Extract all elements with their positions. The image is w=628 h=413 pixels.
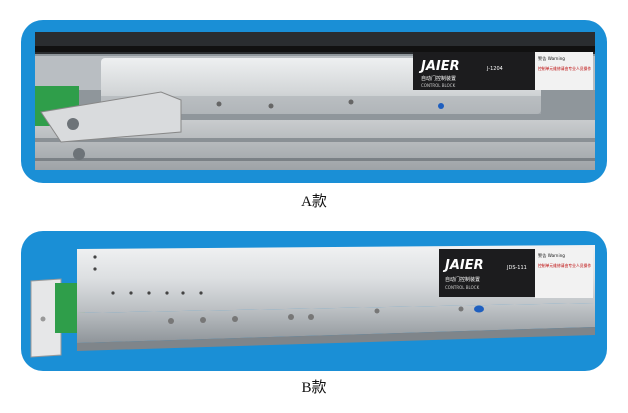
controller-a-illustration: JAIER J-1204 自动门控制装置 CONTROL BLOCK 警告 Wa… — [35, 32, 595, 170]
caption-b: B款 — [301, 380, 327, 396]
brand-text: JAIER — [442, 258, 484, 273]
name-cn-text: 自动门控制装置 — [445, 276, 480, 283]
warning-title: 警告 Warning — [538, 252, 565, 259]
name-en-text: CONTROL BLOCK — [421, 83, 456, 88]
product-photo-b: JAIER JDS-111 自动门控制装置 CONTROL BLOCK 警告 W… — [21, 231, 607, 371]
model-text: J-1204 — [486, 66, 503, 72]
warning-label — [535, 52, 593, 90]
model-text: JDS-111 — [506, 265, 527, 271]
mounting-bracket — [40, 91, 182, 143]
warning-label — [535, 248, 593, 298]
name-en-text: CONTROL BLOCK — [445, 285, 480, 290]
warning-title: 警告 Warning — [538, 55, 565, 62]
caption-a: A款 — [301, 194, 327, 210]
brand-text: JAIER — [418, 59, 460, 74]
warning-text: 控制单元维修请由专业人员操作 — [538, 66, 591, 71]
brand-label — [439, 249, 535, 297]
belt-teeth — [35, 46, 595, 52]
brand-label — [413, 52, 535, 90]
warning-text: 控制单元维修请由专业人员操作 — [538, 263, 591, 268]
product-photo-a: JAIER J-1204 自动门控制装置 CONTROL BLOCK 警告 Wa… — [21, 20, 607, 183]
controller-b-illustration: JAIER JDS-111 自动门控制装置 CONTROL BLOCK 警告 W… — [30, 245, 595, 358]
name-cn-text: 自动门控制装置 — [421, 75, 456, 82]
